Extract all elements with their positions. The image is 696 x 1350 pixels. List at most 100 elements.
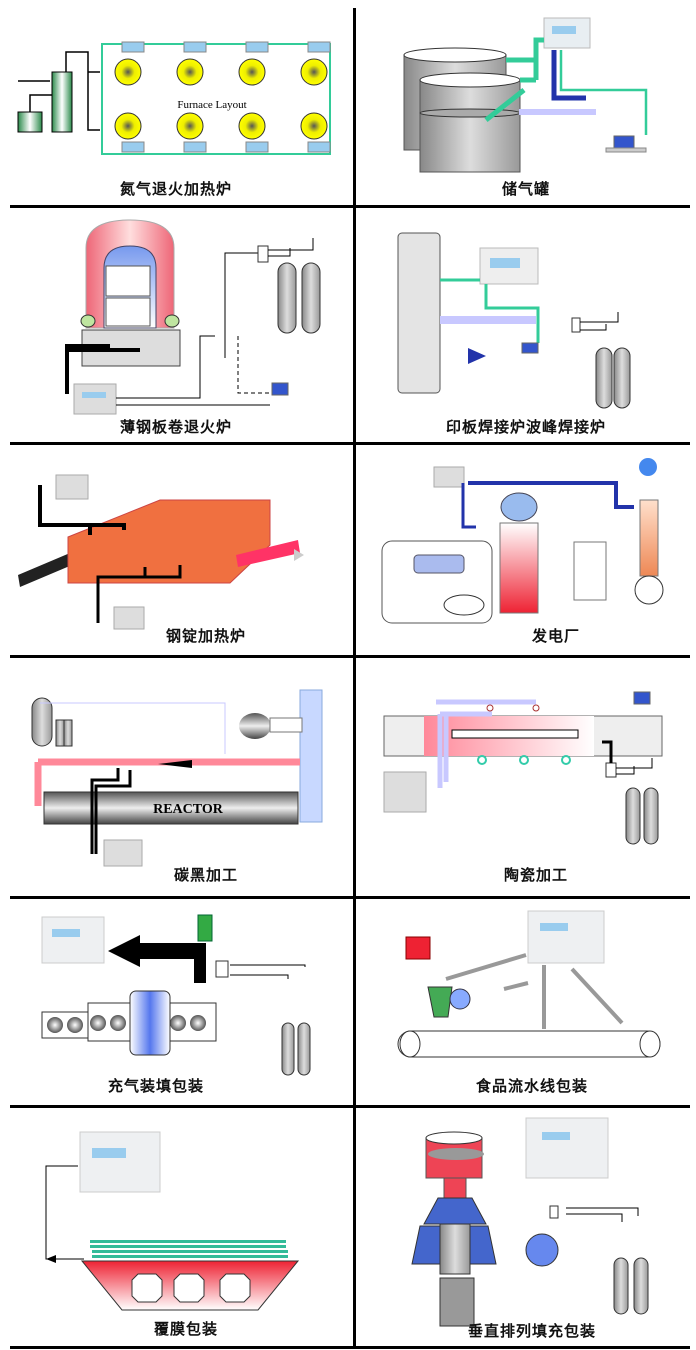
burner [238, 112, 266, 140]
filling-chamber [129, 990, 171, 1056]
analyzer [527, 910, 605, 964]
panel-caption: 薄钢板卷退火炉 [119, 418, 232, 436]
panel-caption: 钢锭加热炉 [165, 627, 246, 645]
food-line-packaging-diagram [397, 910, 661, 1058]
grid-divider-vertical [353, 8, 356, 1348]
panel-carbon-black: REACTOR 碳黑加工 [0, 658, 352, 896]
gas-column [51, 71, 73, 133]
smoke-icon [639, 458, 657, 476]
gas-cylinder [301, 262, 321, 334]
panel-caption: 陶瓷加工 [503, 866, 568, 884]
gas-cylinder [613, 347, 631, 409]
burner [238, 58, 266, 86]
nitrogen-annealing-diagram: Furnace Layout [17, 41, 331, 155]
boiler [499, 522, 539, 614]
furnace-layout-frame [101, 43, 331, 155]
panel-caption: 食品流水线包装 [475, 1077, 588, 1095]
conveyor [397, 1030, 661, 1058]
analyzer [433, 466, 465, 488]
gas-cylinder [633, 1257, 649, 1315]
analyzer [121, 141, 145, 153]
burner [300, 58, 328, 86]
computer-icon [633, 691, 651, 705]
panel-pcb-wave-soldering: 印板焊接炉波峰焊接炉 [356, 208, 696, 442]
gas-cylinder [643, 787, 659, 845]
panel-gas-tank: 储气罐 [356, 0, 696, 205]
analyzer [55, 474, 89, 500]
analyzer [525, 1117, 609, 1179]
hot-ingots [236, 540, 300, 567]
panel-ingot-heating: 钢锭加热炉 [0, 445, 352, 655]
cold-ingots [18, 553, 72, 587]
panel-caption: 覆膜包装 [153, 1320, 218, 1338]
panel-caption: 碳黑加工 [173, 866, 238, 884]
gas-cylinder [625, 787, 641, 845]
burner [114, 58, 142, 86]
grid-divider-5 [10, 1105, 690, 1108]
tank-front [419, 79, 521, 173]
film-packaging-diagram [45, 1131, 300, 1311]
burner [176, 58, 204, 86]
panel-power-plant: 发电厂 [356, 445, 696, 655]
panel-ceramics: 陶瓷加工 [356, 658, 696, 896]
computer-icon [613, 135, 635, 149]
blower [239, 713, 271, 739]
gas-cylinder [297, 1022, 311, 1076]
steel-coil-annealing-diagram [65, 219, 321, 415]
ingot-heating-diagram [18, 474, 304, 630]
hopper [427, 986, 453, 1018]
burner [300, 112, 328, 140]
analyzer [245, 141, 269, 153]
reactor [43, 791, 299, 825]
panel-caption: 发电厂 [531, 627, 580, 645]
panel-gas-fill-packaging: 充气装填包装 [0, 899, 352, 1105]
grid-divider-2 [10, 442, 690, 445]
gas-mixer [405, 936, 431, 960]
filled-bag [439, 1277, 475, 1327]
stack [299, 689, 323, 823]
gas-cylinder [277, 262, 297, 334]
generator [413, 554, 465, 574]
burner [114, 112, 142, 140]
pcb-wave-soldering-diagram [397, 232, 631, 409]
soldering-oven [397, 232, 441, 394]
film-layers [90, 1240, 286, 1243]
grid-divider-3 [10, 655, 690, 658]
gas-fill-packaging-diagram [41, 914, 311, 1076]
gas-tank [31, 697, 53, 747]
panel-caption: 氮气退火加热炉 [119, 180, 232, 198]
panel-caption: 充气装填包装 [107, 1077, 204, 1095]
grid-divider-4 [10, 896, 690, 899]
gas-cylinder [595, 347, 613, 409]
forming-collar [423, 1197, 487, 1225]
panel-vertical-fill-packaging: 垂直排列填充包装 [356, 1108, 696, 1346]
panel-caption: 储气罐 [501, 180, 550, 198]
gas-cylinder [281, 1022, 295, 1076]
grid-divider-bottom [10, 1346, 690, 1349]
analyzer [183, 141, 207, 153]
analyzer [183, 41, 207, 53]
computer-icon [521, 342, 539, 354]
furnace-layout-label: Furnace Layout [177, 99, 246, 111]
gas-cylinder [613, 1257, 629, 1315]
reactor-label: REACTOR [153, 802, 224, 817]
analyzer [307, 41, 331, 53]
analyzer [383, 771, 427, 813]
analyzer [73, 383, 117, 415]
analyzer [103, 839, 143, 867]
panel-steel-coil-annealing: 薄钢板卷退火炉 [0, 208, 352, 442]
ceramics-diagram [383, 691, 663, 845]
ingot-furnace [67, 499, 271, 584]
analyzer [121, 41, 145, 53]
panel-caption: 垂直排列填充包装 [467, 1322, 596, 1340]
panel-caption: 印板焊接炉波峰焊接炉 [445, 418, 606, 436]
carbon-black-diagram: REACTOR [31, 689, 323, 867]
analyzer [79, 1131, 161, 1193]
burner [176, 112, 204, 140]
analyzer [245, 41, 269, 53]
computer-icon [271, 382, 289, 396]
blower-icon [468, 348, 486, 364]
gas-tank-diagram [403, 17, 648, 173]
analyzer [307, 141, 331, 153]
chimney [639, 499, 659, 577]
